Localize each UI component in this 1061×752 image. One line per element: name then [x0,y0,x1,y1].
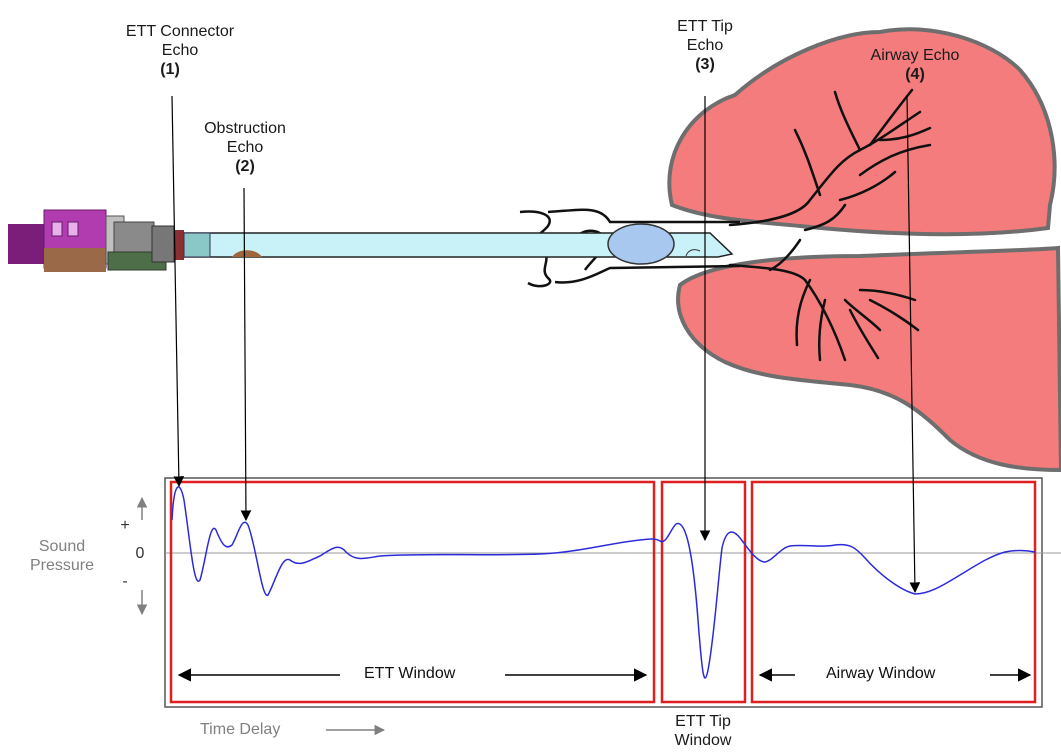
ett-connector-echo-label: ETT Connector Echo (1) [100,22,260,79]
ett-window-label: ETT Window [360,665,460,683]
lower-lung [676,245,1061,473]
zero-label: 0 [135,545,145,562]
airway-tree [728,88,932,362]
upper-lung [667,27,1057,237]
ett-tip-echo-label: ETT Tip Echo (3) [650,17,760,74]
obstruction-echo-label: Obstruction Echo (2) [180,119,310,176]
ett-cuff [607,223,675,265]
minus-sign: - [122,573,128,590]
obstruction-line2: Echo [226,139,264,156]
tip-window-line1: ETT Tip [675,713,731,730]
endotracheal-tube [175,223,734,265]
ett-tip-line2: Echo [686,37,724,54]
airway-window-box [750,480,1037,704]
tip-window-line2: Window [674,732,732,749]
airway-num: (4) [905,66,925,83]
plus-sign: + [120,517,130,534]
ett-connector-line2: Echo [161,42,199,59]
y-label-line2: Pressure [29,557,95,574]
airway-echo-label: Airway Echo (4) [845,46,985,84]
ett-tip-window-box [660,480,747,704]
graph-frame [164,477,1043,708]
signal-waveform [171,486,1036,679]
ett-window-box [169,480,656,704]
lungs [667,27,1061,473]
time-delay-label: Time Delay [200,721,281,738]
obstruction-line1: Obstruction [204,120,286,137]
y-label-line1: Sound [38,538,86,555]
connector-echo-arrow [171,95,185,488]
airway-window-label: Airway Window [822,665,940,683]
ett-connector-num: (1) [160,61,180,78]
obstruction-num: (2) [235,158,255,175]
obstruction-echo-arrow [240,187,252,522]
ett-tip-line1: ETT Tip [677,18,733,35]
airway-line1: Airway Echo [870,47,960,64]
ett-tip-window-label: ETT Tip Window [648,712,758,750]
echo-arrows [171,95,921,594]
airway-echo-arrow [906,95,921,594]
obstruction-blob [232,250,262,257]
ett-connector-line1: ETT Connector [125,23,235,40]
ett-connector-device [8,209,211,272]
y-axis-label: Sound Pressure [22,537,102,575]
ett-tip-num: (3) [695,56,715,73]
